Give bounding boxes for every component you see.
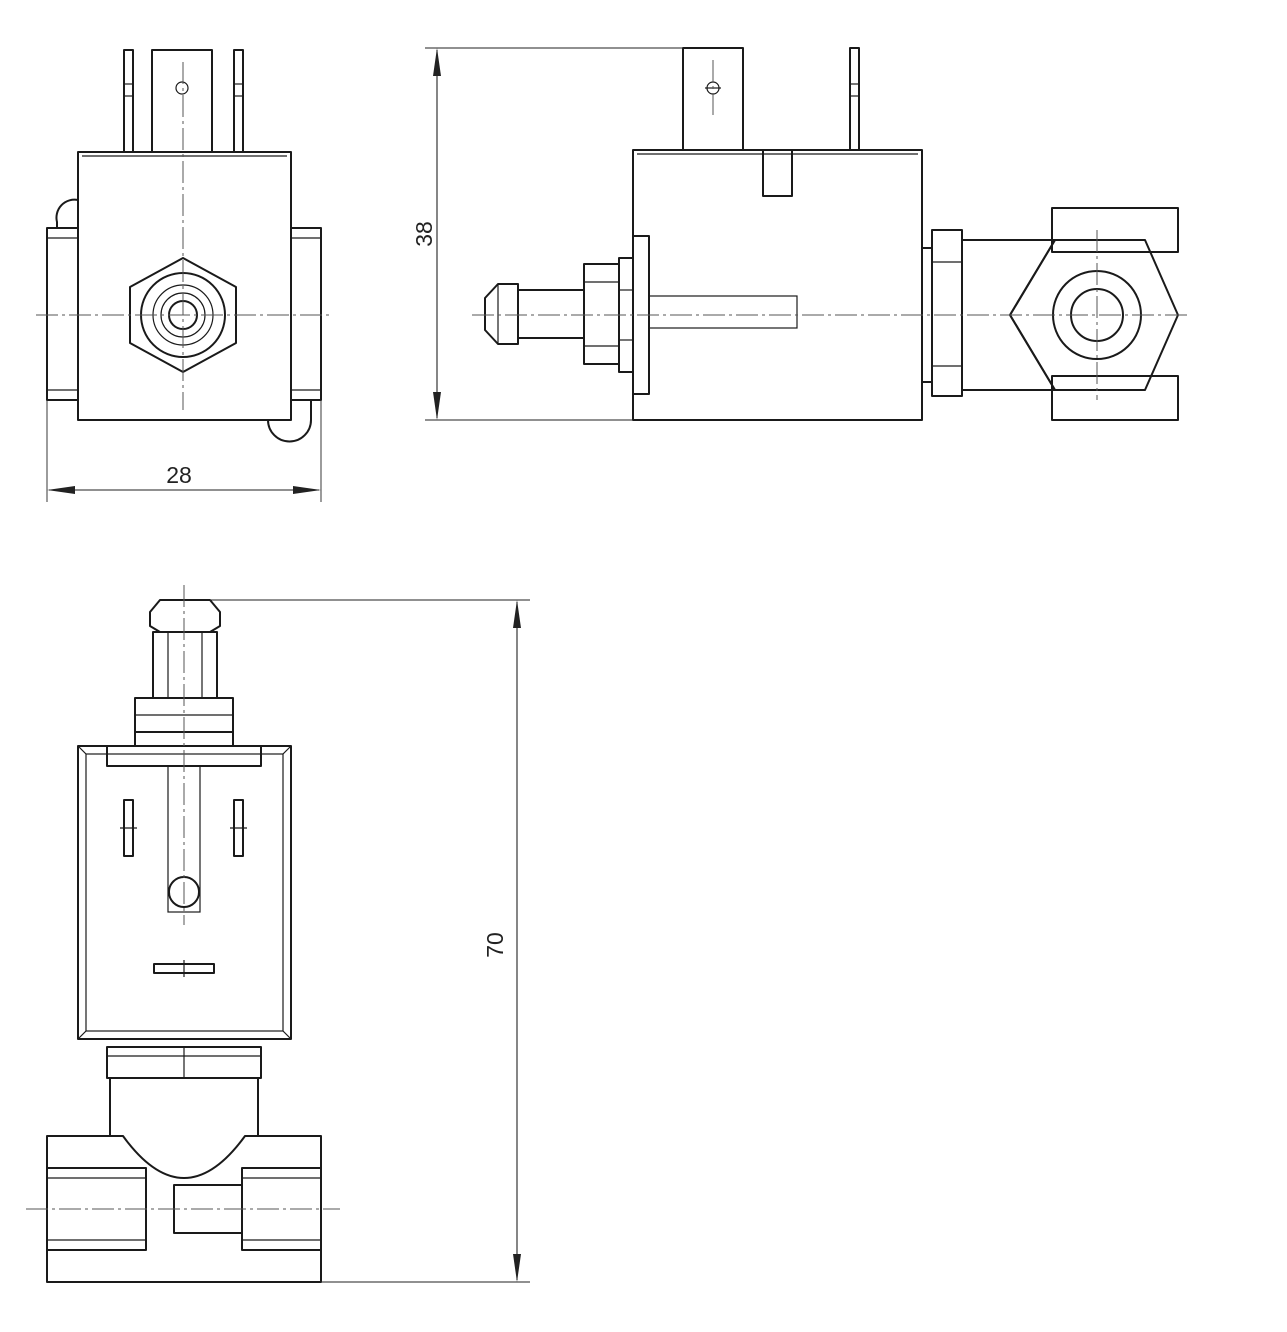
top-view: 70 (26, 585, 530, 1283)
dimension-height-label: 38 (411, 221, 437, 247)
dimension-width-label: 28 (166, 462, 192, 488)
front-view: 28 (36, 49, 330, 502)
dimension-length-label: 70 (482, 932, 508, 958)
side-view: 38 (411, 47, 1190, 421)
